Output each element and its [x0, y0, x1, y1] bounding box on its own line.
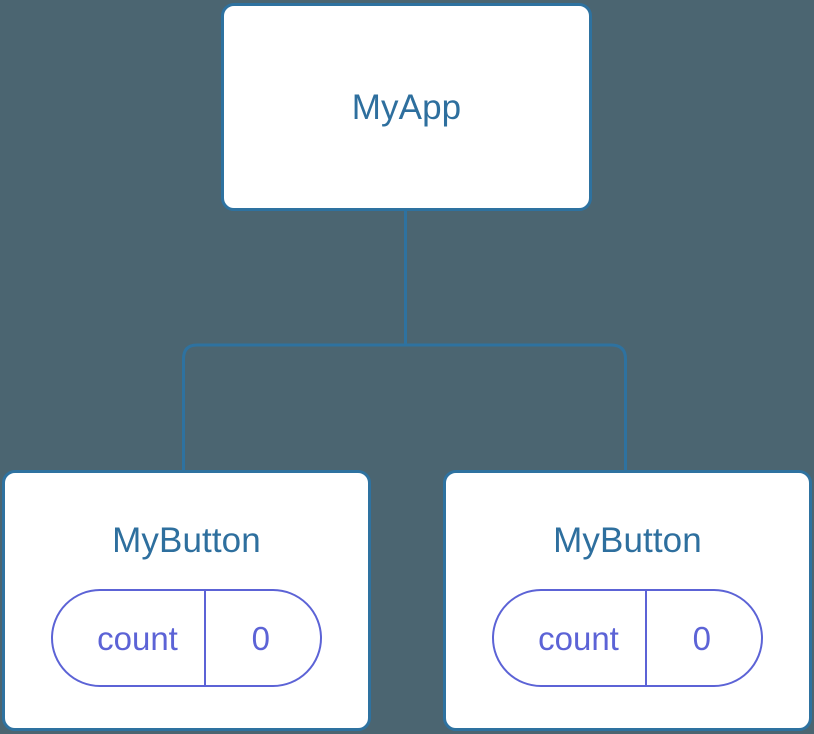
state-pill-value: 0	[251, 619, 271, 657]
tree-node-myapp[interactable]: MyApp	[221, 3, 592, 211]
connector-branch-left	[182, 343, 406, 472]
state-pill-count[interactable]: count 0	[492, 589, 763, 687]
state-pill-divider	[644, 591, 647, 685]
node-title: MyApp	[351, 87, 462, 127]
state-pill-value: 0	[692, 619, 712, 657]
node-title: MyButton	[112, 521, 261, 560]
state-pill-key: count	[538, 619, 619, 657]
node-title: MyButton	[553, 521, 702, 560]
state-pill-count[interactable]: count 0	[51, 589, 322, 687]
state-pill-key: count	[97, 619, 178, 657]
tree-node-mybutton-right[interactable]: MyButton count 0	[443, 470, 812, 731]
tree-node-mybutton-left[interactable]: MyButton count 0	[2, 470, 371, 731]
state-pill-divider	[203, 591, 206, 685]
connector-branch-right	[405, 343, 627, 472]
